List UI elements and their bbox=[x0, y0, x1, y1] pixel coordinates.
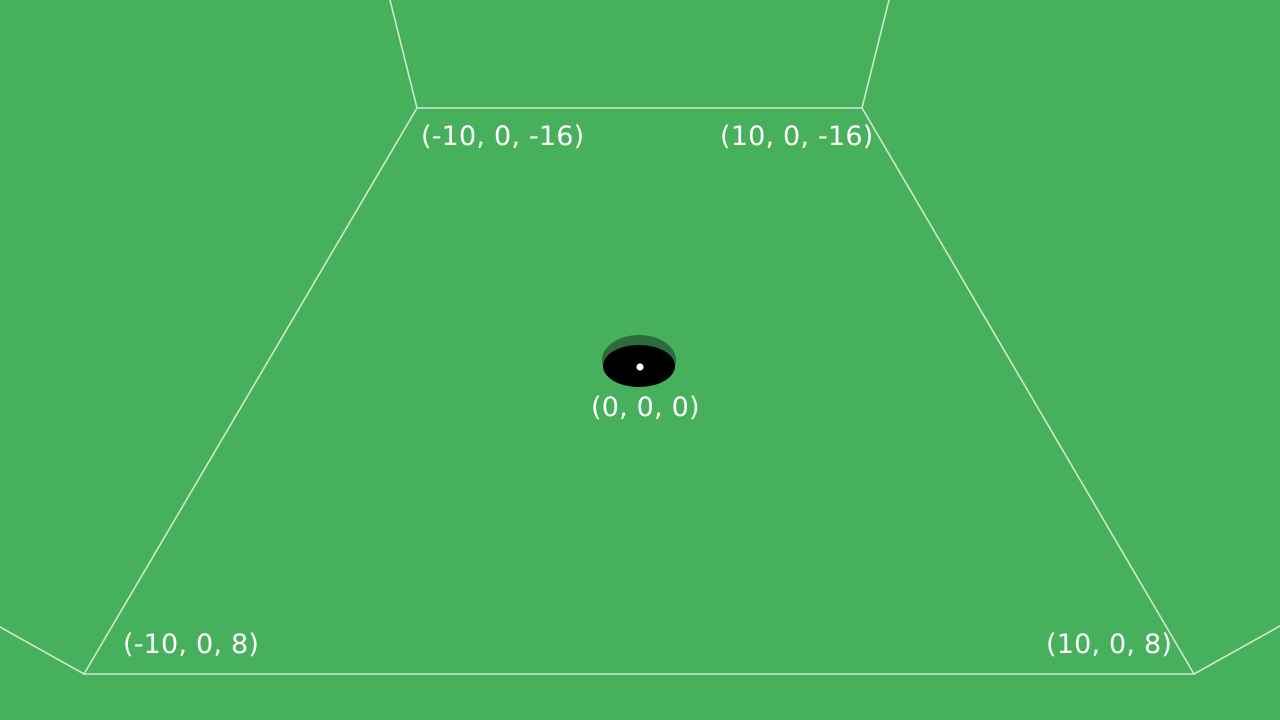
hole-label-origin: (0, 0, 0) bbox=[591, 392, 700, 423]
near-right-wall-edge bbox=[1193, 625, 1280, 675]
corner-label-far-left: (-10, 0, -16) bbox=[421, 121, 585, 152]
right-edge bbox=[861, 107, 1195, 675]
far-right-wall-edge bbox=[861, 0, 890, 109]
corner-label-near-right: (10, 0, 8) bbox=[1046, 629, 1173, 660]
corner-label-near-left: (-10, 0, 8) bbox=[123, 629, 260, 660]
near-left-wall-edge bbox=[0, 626, 85, 675]
corner-label-far-right: (10, 0, -16) bbox=[720, 121, 874, 152]
far-left-wall-edge bbox=[389, 0, 418, 109]
origin-marker bbox=[636, 363, 644, 371]
golf-hole bbox=[602, 335, 676, 387]
left-edge bbox=[83, 107, 418, 675]
